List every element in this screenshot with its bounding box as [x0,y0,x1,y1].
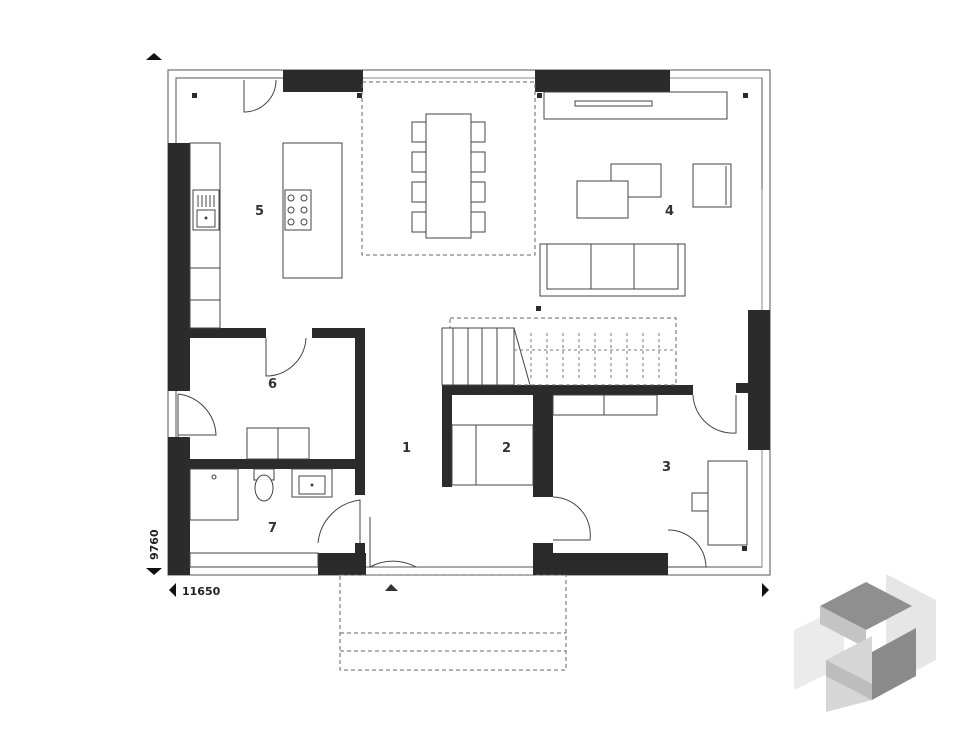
office-furniture [552,394,748,546]
kitchen-furniture [189,142,343,329]
room-label-7: 7 [268,521,277,536]
bathroom-furniture [189,468,333,568]
utility-furniture [246,427,310,460]
width-dimension: 11650 [182,585,221,598]
windows [190,77,763,568]
stairs [441,317,677,386]
room-label-3: 3 [662,460,671,475]
interior-walls [190,328,693,555]
exterior-walls [168,70,770,575]
east-marker-icon [762,583,769,597]
room-label-2: 2 [502,441,511,456]
depth-dimension: 9760 [148,529,161,560]
entry-arrow-icon [385,584,398,591]
room-label-5: 5 [255,204,264,219]
room-label-6: 6 [268,377,277,392]
columns [192,93,748,551]
dining-area [361,81,536,256]
room-label-1: 1 [402,441,411,456]
storage-furniture [451,424,534,486]
dimension-markers [146,53,769,597]
north-marker-icon [146,53,162,60]
room-label-4: 4 [665,204,674,219]
west-marker-icon [169,583,176,597]
cube-logo-icon [794,574,936,712]
south-marker-icon [146,568,162,575]
doors [177,79,737,568]
living-furniture [539,91,732,297]
entrance-steps [339,574,567,671]
